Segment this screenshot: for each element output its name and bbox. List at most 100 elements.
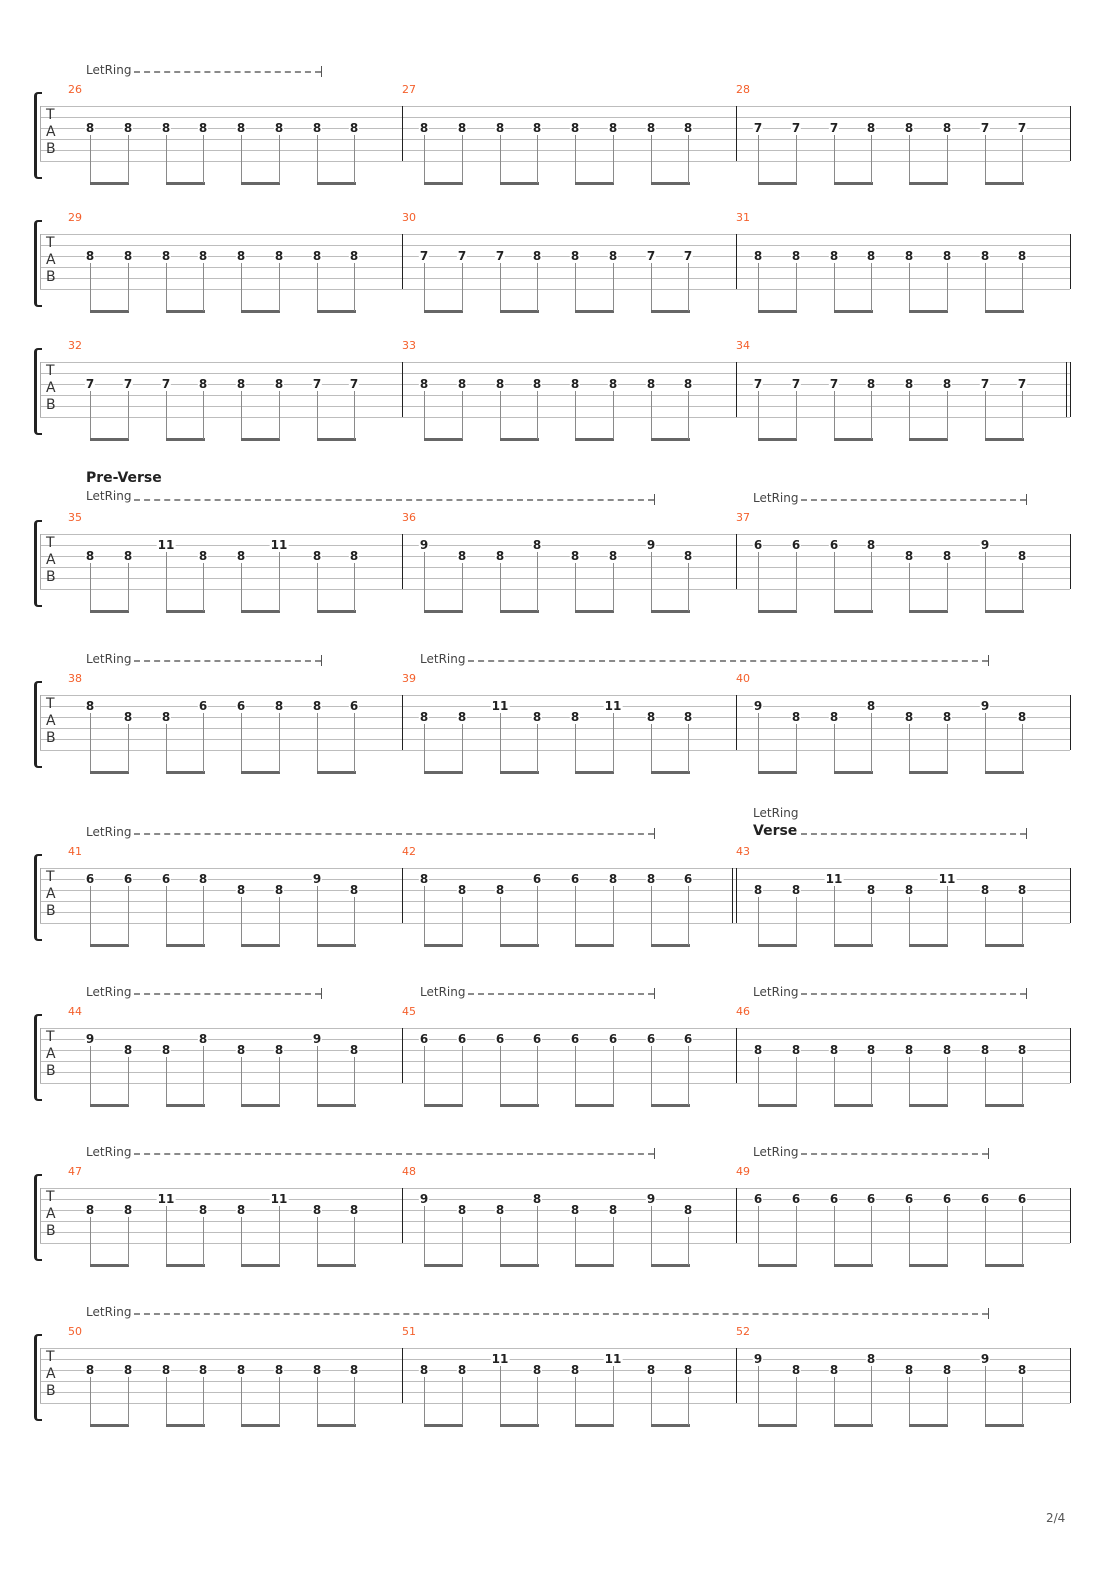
tab-note: 8 (979, 883, 991, 897)
staff-line (40, 417, 1070, 418)
eighth-beam (651, 1264, 690, 1267)
measure-number: 30 (402, 211, 416, 224)
tab-note: 8 (273, 699, 285, 713)
staff-line (40, 1232, 1070, 1233)
measure-number: 48 (402, 1165, 416, 1178)
note-stem (166, 886, 167, 945)
tab-note: 6 (456, 1032, 468, 1046)
note-stem (537, 391, 538, 439)
note-stem (90, 263, 91, 311)
tab-note: 6 (752, 1192, 764, 1206)
eighth-beam (241, 1104, 280, 1107)
eighth-beam (424, 771, 463, 774)
note-stem (241, 563, 242, 611)
tab-note: 6 (1016, 1192, 1028, 1206)
tab-note: 8 (197, 377, 209, 391)
tab-note: 8 (1016, 1363, 1028, 1377)
tab-note: 7 (122, 377, 134, 391)
tab-note: 8 (122, 1363, 134, 1377)
note-stem (575, 391, 576, 439)
tab-clef-letter: T (46, 1029, 55, 1045)
let-ring-label: LetRing (86, 985, 132, 999)
note-stem (758, 552, 759, 611)
note-stem (128, 391, 129, 439)
tab-clef-letter: B (46, 569, 56, 585)
note-stem (90, 713, 91, 772)
tab-note: 8 (941, 549, 953, 563)
eighth-beam (758, 438, 797, 441)
tab-note: 8 (607, 377, 619, 391)
note-stem (128, 563, 129, 611)
note-stem (241, 1057, 242, 1105)
note-stem (424, 135, 425, 183)
note-stem (575, 1217, 576, 1265)
note-stem (317, 391, 318, 439)
staff-line (40, 128, 1070, 129)
note-stem (796, 1377, 797, 1425)
staff-start-line (40, 1348, 41, 1403)
eighth-beam (909, 1104, 948, 1107)
note-stem (279, 1377, 280, 1425)
staff-line (40, 750, 1070, 751)
eighth-beam (424, 310, 463, 313)
tab-note: 8 (84, 121, 96, 135)
staff-line (40, 395, 1070, 396)
tab-note: 8 (235, 377, 247, 391)
note-stem (834, 1377, 835, 1425)
tab-note: 9 (311, 872, 323, 886)
note-stem (688, 886, 689, 945)
note-stem (575, 263, 576, 311)
let-ring-label: LetRing (86, 63, 132, 77)
eighth-beam (758, 944, 797, 947)
let-ring-end-tick (1026, 828, 1027, 839)
system-bracket (34, 1174, 42, 1261)
staff-line (40, 1348, 1070, 1349)
eighth-beam (758, 771, 797, 774)
measure-number: 28 (736, 83, 750, 96)
tab-note: 6 (979, 1192, 991, 1206)
tab-note: 8 (790, 1363, 802, 1377)
tab-note: 8 (348, 121, 360, 135)
note-stem (279, 135, 280, 183)
note-stem (279, 1206, 280, 1265)
note-stem (203, 391, 204, 439)
note-stem (166, 135, 167, 183)
tab-note: 8 (828, 710, 840, 724)
tab-note: 8 (645, 121, 657, 135)
eighth-beam (985, 1104, 1024, 1107)
eighth-beam (651, 610, 690, 613)
system-bracket (34, 1334, 42, 1421)
tab-note: 8 (348, 1203, 360, 1217)
tab-note: 7 (160, 377, 172, 391)
note-stem (203, 263, 204, 311)
tab-note: 8 (348, 549, 360, 563)
note-stem (354, 897, 355, 945)
tab-note: 11 (490, 1352, 510, 1366)
note-stem (317, 713, 318, 772)
note-stem (317, 1046, 318, 1105)
tab-note: 6 (682, 1032, 694, 1046)
note-stem (575, 724, 576, 772)
eighth-beam (575, 771, 614, 774)
eighth-beam (985, 944, 1024, 947)
measure-number: 34 (736, 339, 750, 352)
tab-note: 8 (84, 249, 96, 263)
tab-note: 8 (122, 1043, 134, 1057)
note-stem (424, 263, 425, 311)
eighth-beam (424, 610, 463, 613)
tab-note: 7 (456, 249, 468, 263)
barline (736, 1028, 737, 1083)
tab-clef-letter: B (46, 269, 56, 285)
eighth-beam (575, 438, 614, 441)
tab-clef-letter: A (46, 1366, 56, 1382)
tab-note: 8 (348, 1363, 360, 1377)
eighth-beam (500, 310, 539, 313)
note-stem (834, 724, 835, 772)
let-ring-label: LetRing (753, 806, 799, 820)
barline (402, 1348, 403, 1403)
staff-line (40, 1050, 1070, 1051)
staff-line (40, 912, 1070, 913)
staff-line (40, 556, 1070, 557)
tab-note: 8 (569, 549, 581, 563)
note-stem (871, 135, 872, 183)
